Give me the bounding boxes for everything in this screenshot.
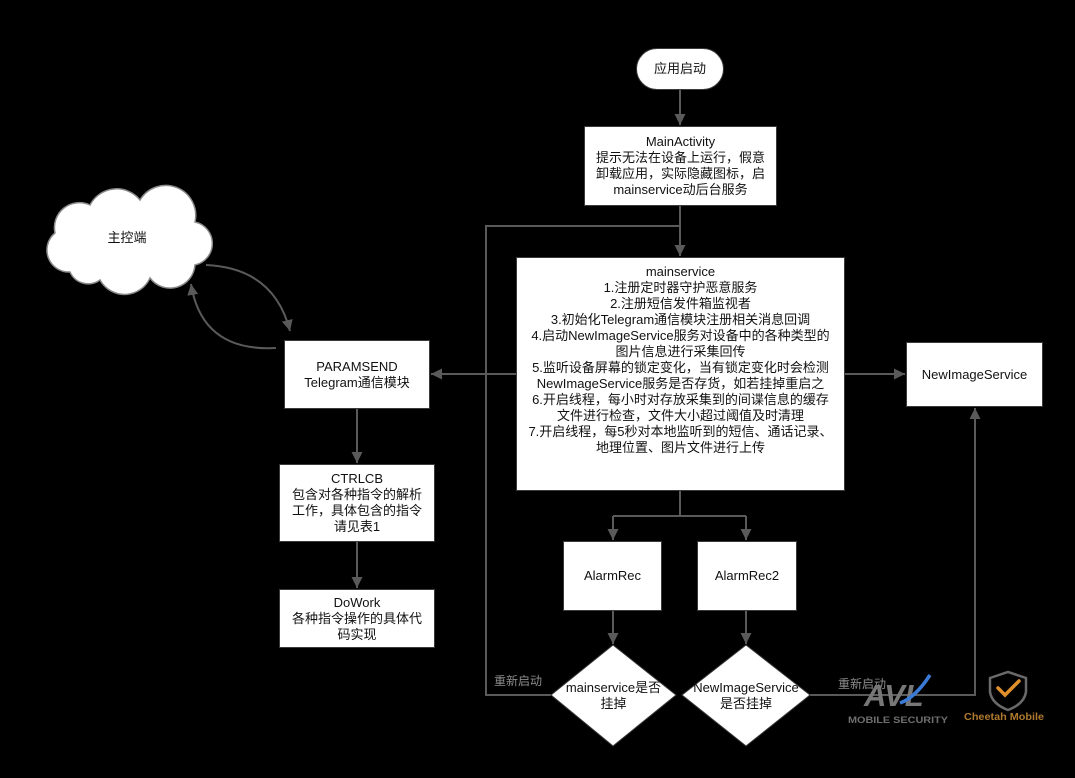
node-line: DoWork (333, 594, 381, 610)
node-line: 文件进行检查，文件大小超过阈值及时清理 (556, 408, 804, 423)
node-line: PARAMSEND (316, 358, 398, 374)
node-new-image-service: NewImageService (906, 342, 1043, 407)
shield-icon (988, 670, 1028, 712)
edge-restart-newimageservice (810, 408, 981, 696)
node-line: mainservice (645, 264, 716, 279)
node-line: 是否挂掉 (719, 696, 772, 711)
node-line: NewImageService服务是否存货，如若挂掉重启之 (536, 376, 825, 391)
check-icon (996, 679, 1021, 698)
decision-newimage-diamond (681, 644, 811, 747)
controller-label: 主控端 (87, 229, 167, 247)
node-line: mainservice是否 (565, 680, 662, 695)
node-mainservice: mainservice 1.注册定时器守护恶意服务 2.注册短信发件箱监视者 3… (516, 257, 845, 491)
node-line: 图片信息进行采集回传 (615, 344, 746, 359)
node-main-activity: MainActivity 提示无法在设备上运行，假意 卸载应用，实际隐藏图标，启… (584, 126, 777, 206)
node-line: 2.注册短信发件箱监视者 (610, 296, 751, 311)
node-line: NewImageService (693, 680, 799, 695)
node-line: mainservice动后台服务 (613, 182, 748, 197)
edge-label-restart-newimage: 重新启动 (838, 677, 887, 691)
node-line: 1.注册定时器守护恶意服务 (603, 280, 758, 295)
node-line: 挂掉 (600, 696, 627, 711)
node-line: 3.初始化Telegram通信模块注册相关消息回调 (550, 312, 811, 327)
edge-restart-mainservice-loop (485, 225, 680, 696)
node-line: CTRLCB (330, 471, 383, 486)
node-new-image-service-label: NewImageService (921, 366, 1028, 382)
node-alarm-rec2: AlarmRec2 (697, 541, 797, 611)
edge-label-restart-mainservice: 重新启动 (494, 674, 543, 688)
node-line: 码实现 (337, 626, 377, 642)
avl-logo-subtitle: MOBILE SECURITY (848, 715, 949, 726)
node-app-start-label: 应用启动 (653, 61, 706, 76)
avl-swoosh-icon (899, 674, 932, 705)
node-line: 请见表1 (333, 519, 381, 534)
node-line: 4.启动NewImageService服务对设备中的各种类型的 (531, 328, 830, 343)
avl-logo: AVL MOBILE SECURITY (848, 674, 949, 726)
node-line: 6.开启线程，每小时对存放采集到的间谍信息的缓存 (532, 392, 829, 407)
edge-mainservice-split (613, 491, 746, 517)
decision-mainservice-text: mainservice是否 挂掉 (551, 680, 676, 712)
node-paramsend: PARAMSEND Telegram通信模块 (284, 340, 430, 409)
node-line: 卸载应用，实际隐藏图标，启 (595, 166, 765, 181)
decision-mainservice-diamond (550, 644, 677, 747)
node-line: 各种指令操作的具体代 (291, 610, 422, 626)
edge-controller-to-paramsend (205, 264, 293, 332)
controller-cloud (46, 184, 214, 296)
node-alarm-rec-label: AlarmRec (583, 568, 642, 583)
node-line: 5.监听设备屏幕的锁定变化，当有锁定变化时会检测 (532, 360, 829, 375)
cheetah-logo: Cheetah Mobile (964, 670, 1044, 723)
node-dowork: DoWork 各种指令操作的具体代 码实现 (279, 589, 435, 648)
node-line: Telegram通信模块 (304, 374, 410, 390)
node-line: 包含对各种指令的解析 (291, 487, 422, 502)
edge-paramsend-to-controller (187, 283, 277, 350)
node-line: 提示无法在设备上运行，假意 (595, 150, 765, 165)
node-line: 地理位置、图片文件进行上传 (595, 440, 765, 455)
node-line: MainActivity (645, 134, 716, 149)
cheetah-logo-text: Cheetah Mobile (964, 711, 1044, 723)
node-ctrlcb: CTRLCB 包含对各种指令的解析 工作，具体包含的指令 请见表1 (279, 464, 435, 542)
node-alarm-rec: AlarmRec (563, 541, 662, 611)
controller-label-text: 主控端 (107, 230, 147, 245)
node-line: 工作，具体包含的指令 (291, 503, 422, 518)
decision-newimage-text: NewImageService 是否挂掉 (682, 680, 810, 712)
node-line: 7.开启线程，每5秒对本地监听到的短信、通话记录、 (528, 424, 833, 439)
node-alarm-rec2-label: AlarmRec2 (714, 568, 780, 583)
node-app-start: 应用启动 (636, 48, 724, 90)
